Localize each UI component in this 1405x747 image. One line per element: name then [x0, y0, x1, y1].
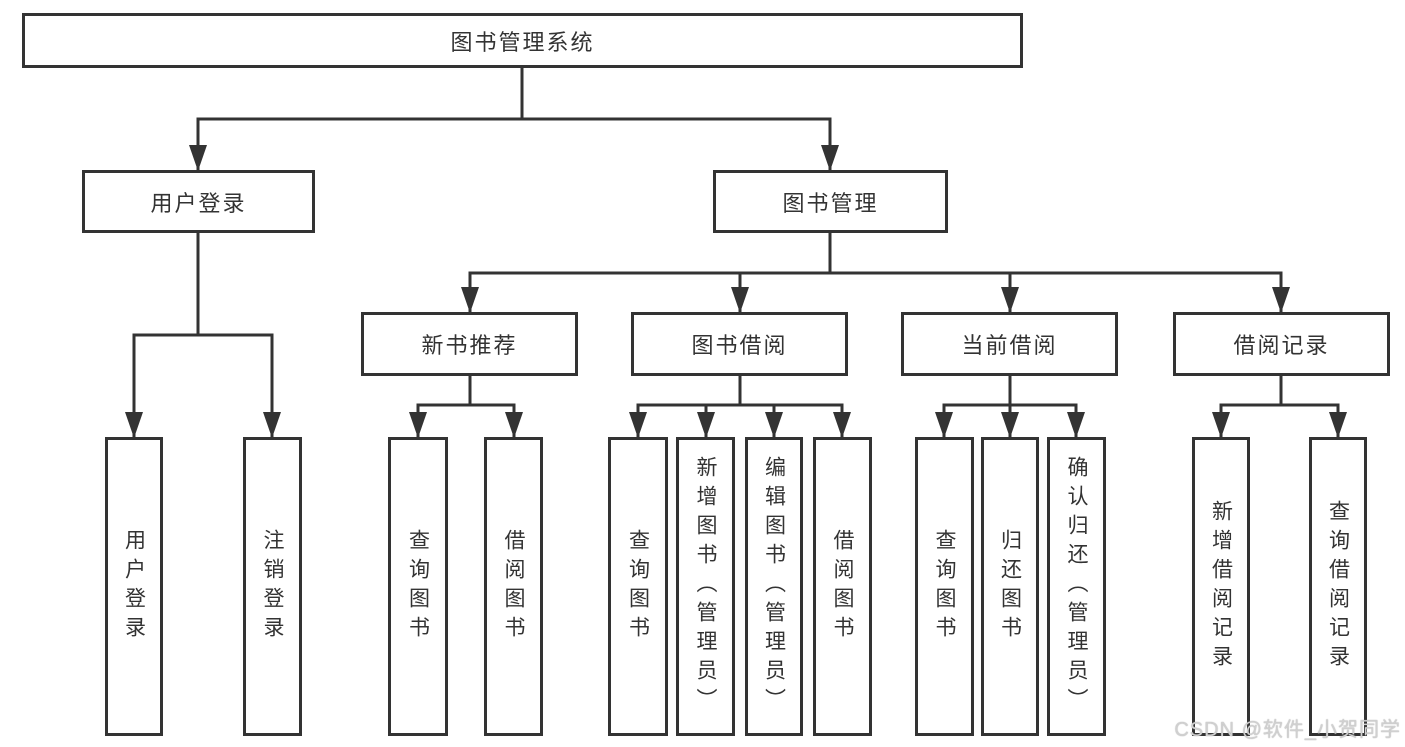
leaf-borrow-books-recommend: 借阅图书: [484, 437, 543, 736]
node-book-borrowing: 图书借阅: [631, 312, 848, 376]
node-label: 借阅图书: [831, 528, 854, 645]
node-label: 查询图书: [626, 528, 650, 645]
node-label: 新增借阅记录: [1209, 499, 1233, 674]
node-label: 图书借阅: [691, 333, 788, 358]
node-label: 查询图书: [933, 528, 956, 645]
node-label: 新增图书（管理员）: [694, 456, 717, 717]
leaf-query-books-current: 查询图书: [915, 437, 974, 736]
leaf-query-borrow-record: 查询借阅记录: [1309, 437, 1367, 736]
node-book-management: 图书管理: [713, 170, 948, 233]
node-label: 查询图书: [406, 528, 430, 645]
leaf-confirm-return-admin: 确认归还（管理员）: [1047, 437, 1106, 736]
node-label: 图书管理系统: [450, 29, 595, 55]
tree-branches: [125, 66, 1347, 440]
leaf-logout: 注销登录: [243, 437, 302, 736]
node-label: 用户登录: [122, 528, 146, 645]
node-new-book-recommend: 新书推荐: [361, 312, 578, 376]
leaf-add-book-admin: 新增图书（管理员）: [676, 437, 735, 736]
node-label: 编辑图书（管理员）: [762, 456, 786, 717]
node-label: 用户登录: [150, 190, 247, 216]
node-library-management-system: 图书管理系统: [22, 13, 1023, 68]
node-label: 借阅记录: [1233, 333, 1330, 358]
leaf-borrow-books-borrowing: 借阅图书: [813, 437, 872, 736]
leaf-edit-book-admin: 编辑图书（管理员）: [745, 437, 803, 736]
node-label: 借阅图书: [502, 528, 525, 645]
csdn-watermark: CSDN @软件_小贺同学: [1174, 719, 1401, 741]
node-label: 查询借阅记录: [1326, 499, 1350, 674]
node-label: 当前借阅: [961, 333, 1058, 358]
node-borrowing-records: 借阅记录: [1173, 312, 1390, 376]
node-label: 注销登录: [261, 528, 284, 645]
node-label: 图书管理: [782, 190, 879, 216]
leaf-add-borrow-record: 新增借阅记录: [1192, 437, 1250, 736]
node-user-login: 用户登录: [82, 170, 315, 233]
node-label: 新书推荐: [421, 333, 518, 358]
leaf-query-books-borrowing: 查询图书: [608, 437, 668, 736]
node-label: 归还图书: [998, 528, 1022, 645]
leaf-user-login: 用户登录: [105, 437, 163, 736]
node-label: 确认归还（管理员）: [1065, 456, 1088, 717]
leaf-query-books-recommend: 查询图书: [388, 437, 448, 736]
leaf-return-book: 归还图书: [981, 437, 1039, 736]
node-current-borrowing: 当前借阅: [901, 312, 1118, 376]
